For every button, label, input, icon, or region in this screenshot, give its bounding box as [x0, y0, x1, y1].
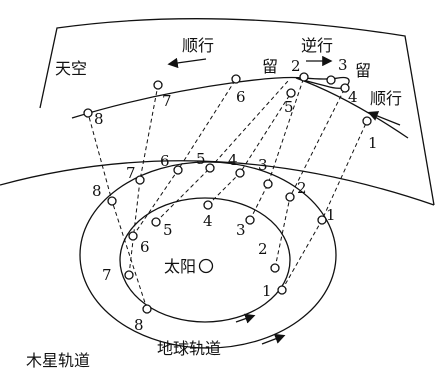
- sight-line-6: [132, 78, 237, 237]
- earth-number: 1: [262, 282, 272, 300]
- prograde-right-arrow: [367, 111, 401, 126]
- jupiter-point-5: [205, 163, 215, 173]
- earth-point-3: [245, 215, 255, 225]
- sky-number: 5: [284, 98, 294, 116]
- earth-point-5: [151, 217, 161, 227]
- sky-number: 4: [348, 88, 358, 106]
- jupiter-point-1: [317, 215, 327, 225]
- jupiter-point-7: [135, 175, 145, 185]
- sight-line-5: [155, 80, 289, 223]
- jupiter-points: [107, 163, 327, 225]
- earth-point-4: [203, 200, 213, 210]
- jupiter-point-4: [235, 168, 245, 178]
- sight-line-7: [128, 84, 159, 276]
- sky-point-6: [231, 74, 241, 84]
- jupiter-number: 4: [228, 151, 238, 169]
- prograde-left-arrow: [167, 57, 207, 69]
- prograde-right-label: 顺行: [370, 89, 402, 108]
- jupiter-orbit: [79, 161, 337, 349]
- earth-number: 5: [163, 221, 173, 239]
- sky-number: 8: [94, 110, 104, 128]
- sky-dome: [39, 18, 435, 206]
- sky-number: 6: [236, 88, 246, 106]
- sky-point-1: [362, 116, 372, 126]
- jupiter-number: 7: [126, 164, 136, 182]
- sky-number: 2: [291, 57, 301, 75]
- sun-symbol: [198, 258, 214, 274]
- stationary-right-label: 留: [355, 61, 371, 80]
- jupiter-orbit-label: 木星轨道: [26, 351, 90, 370]
- jupiter-orbit-arrow: [261, 333, 286, 345]
- jupiter-number: 1: [326, 206, 336, 224]
- earth-number: 6: [140, 238, 150, 256]
- sky-number: 1: [368, 134, 378, 152]
- sky-point-7: [153, 80, 163, 90]
- earth-points: [124, 200, 287, 314]
- sun-label: 太阳: [164, 257, 196, 276]
- jupiter-number: 2: [297, 179, 307, 197]
- sight-line-1: [281, 120, 368, 291]
- earth-point-1: [277, 285, 287, 295]
- retrograde-label: 逆行: [301, 36, 333, 55]
- earth-point-8: [142, 304, 152, 314]
- earth-number: 2: [258, 240, 268, 258]
- stationary-left-label: 留: [262, 57, 278, 76]
- jupiter-point-2: [285, 192, 295, 202]
- sky-number: 7: [162, 92, 172, 110]
- earth-number: 3: [236, 221, 246, 239]
- sky-number: 3: [338, 56, 348, 74]
- jupiter-number: 3: [258, 156, 268, 174]
- sky-label: 天空: [55, 59, 87, 78]
- sky-point-2: [299, 72, 309, 82]
- earth-number: 4: [203, 212, 213, 230]
- jupiter-point-6: [173, 165, 183, 175]
- sky-path: [71, 76, 409, 139]
- prograde-left-label: 顺行: [182, 36, 214, 55]
- sight-line-4: [207, 92, 292, 206]
- sky-point-3: [340, 83, 350, 93]
- earth-orbit: [119, 197, 291, 323]
- jupiter-point-8: [107, 196, 117, 206]
- sky-point-4: [326, 75, 336, 85]
- sky-point-5: [286, 88, 296, 98]
- jupiter-number: 8: [92, 182, 102, 200]
- earth-point-6: [128, 231, 138, 241]
- earth-orbit-label: 地球轨道: [157, 339, 221, 358]
- earth-point-7: [124, 270, 134, 280]
- jupiter-number: 5: [196, 150, 206, 168]
- sky-point-8: [83, 108, 93, 118]
- jupiter-number: 6: [160, 152, 170, 170]
- sky-points: [83, 72, 372, 126]
- earth-orbit-arrow: [235, 313, 256, 324]
- jupiter-point-3: [263, 179, 273, 189]
- earth-number: 7: [102, 266, 112, 284]
- sight-line-8: [87, 112, 148, 310]
- earth-number: 8: [134, 316, 144, 334]
- earth-point-2: [270, 263, 280, 273]
- sight-line-3: [249, 76, 305, 221]
